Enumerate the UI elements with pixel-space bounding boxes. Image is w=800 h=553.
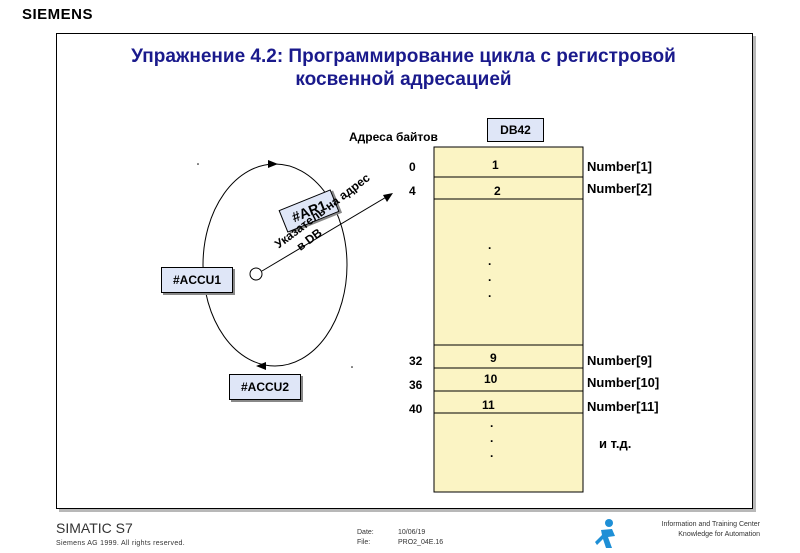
db-cell-9: 9 xyxy=(490,351,497,365)
accu1-box: #ACCU1 xyxy=(161,267,233,293)
element-label-11: Number[11] xyxy=(587,399,659,414)
ellipsis-dot: . xyxy=(490,446,494,460)
product-name: SIMATIC S7 xyxy=(56,520,133,536)
element-label-9: Number[9] xyxy=(587,353,653,368)
training-center-line-2: Knowledge for Automation xyxy=(678,531,760,538)
training-center-logo xyxy=(595,519,615,548)
db-name-box: DB42 xyxy=(487,118,544,142)
ellipsis-dot: . xyxy=(490,416,494,430)
etc-label: и т.д. xyxy=(599,436,632,451)
cycle-arrow-top xyxy=(268,160,278,168)
element-label-1: Number[1] xyxy=(587,159,653,174)
db-cell-2: 2 xyxy=(494,184,501,198)
slide-title: Упражнение 4.2: Программирование цикла с… xyxy=(56,45,751,91)
dot-mark xyxy=(197,163,199,165)
ellipsis-dot: . xyxy=(488,238,492,252)
db-cell-1: 1 xyxy=(492,158,499,172)
copyright: Siemens AG 1999. All rights reserved. xyxy=(56,540,185,547)
address-0: 0 xyxy=(409,160,416,174)
training-center-line-1: Information and Training Center xyxy=(661,521,760,528)
training-center: Information and Training Center Knowledg… xyxy=(610,520,760,540)
ellipsis-dot: . xyxy=(488,254,492,268)
byte-addresses-label: Адреса байтов xyxy=(349,130,438,144)
cycle-arrow-bottom xyxy=(256,362,266,370)
accu2-box: #ACCU2 xyxy=(229,374,301,400)
ellipsis-dot: . xyxy=(488,286,492,300)
address-36: 36 xyxy=(409,378,423,392)
ellipsis-dot: . xyxy=(488,270,492,284)
date-value: 10/06/19 xyxy=(398,529,426,536)
address-32: 32 xyxy=(409,354,423,368)
pointer-line xyxy=(261,195,389,272)
ellipsis-dot: . xyxy=(490,431,494,445)
file-value: PRO2_04E.16 xyxy=(398,539,444,546)
element-label-2: Number[2] xyxy=(587,181,653,196)
address-40: 40 xyxy=(409,402,423,416)
address-4: 4 xyxy=(409,184,416,198)
pointer-arrowhead xyxy=(383,193,393,202)
pointer-origin xyxy=(249,267,263,281)
date-label: Date: xyxy=(357,529,374,536)
dot-mark xyxy=(351,366,353,368)
db-table xyxy=(433,146,584,493)
file-label: File: xyxy=(357,539,371,546)
title-line-1: Упражнение 4.2: Программирование цикла с… xyxy=(131,46,676,67)
title-line-2: косвенной адресацией xyxy=(295,69,512,90)
element-label-10: Number[10] xyxy=(587,375,660,390)
siemens-logo: SIEMENS xyxy=(22,6,94,23)
db-cell-10: 10 xyxy=(484,372,498,386)
db-cell-11: 11 xyxy=(482,398,495,412)
